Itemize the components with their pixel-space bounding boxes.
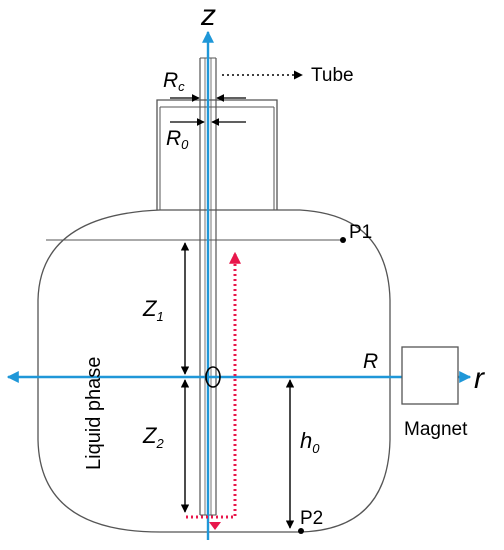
magnet-box <box>401 346 459 405</box>
h0-label: h0 <box>300 428 320 456</box>
liquid-phase-label: Liquid phase <box>83 357 105 470</box>
vessel-neck <box>156 99 278 210</box>
axis-r-label: r <box>474 362 485 395</box>
vessel-body <box>37 209 391 533</box>
tube-label: Tube <box>311 65 354 86</box>
r0-label: R0 <box>166 127 189 152</box>
p2-label: P2 <box>300 508 323 529</box>
p2-point <box>298 528 304 534</box>
z2-label: Z2 <box>142 423 164 451</box>
z1-label: Z1 <box>142 296 164 324</box>
p1-point <box>340 237 346 243</box>
magnet-label: Magnet <box>404 419 468 440</box>
red-dotted-arrow <box>186 251 241 519</box>
axis-z-label: z <box>200 0 216 32</box>
origin-marker <box>205 366 221 388</box>
red-arrow-head-bottom <box>209 522 221 530</box>
rc-label: Rc <box>163 69 185 94</box>
radius-label: R <box>363 350 378 373</box>
p1-label: P1 <box>349 222 372 243</box>
